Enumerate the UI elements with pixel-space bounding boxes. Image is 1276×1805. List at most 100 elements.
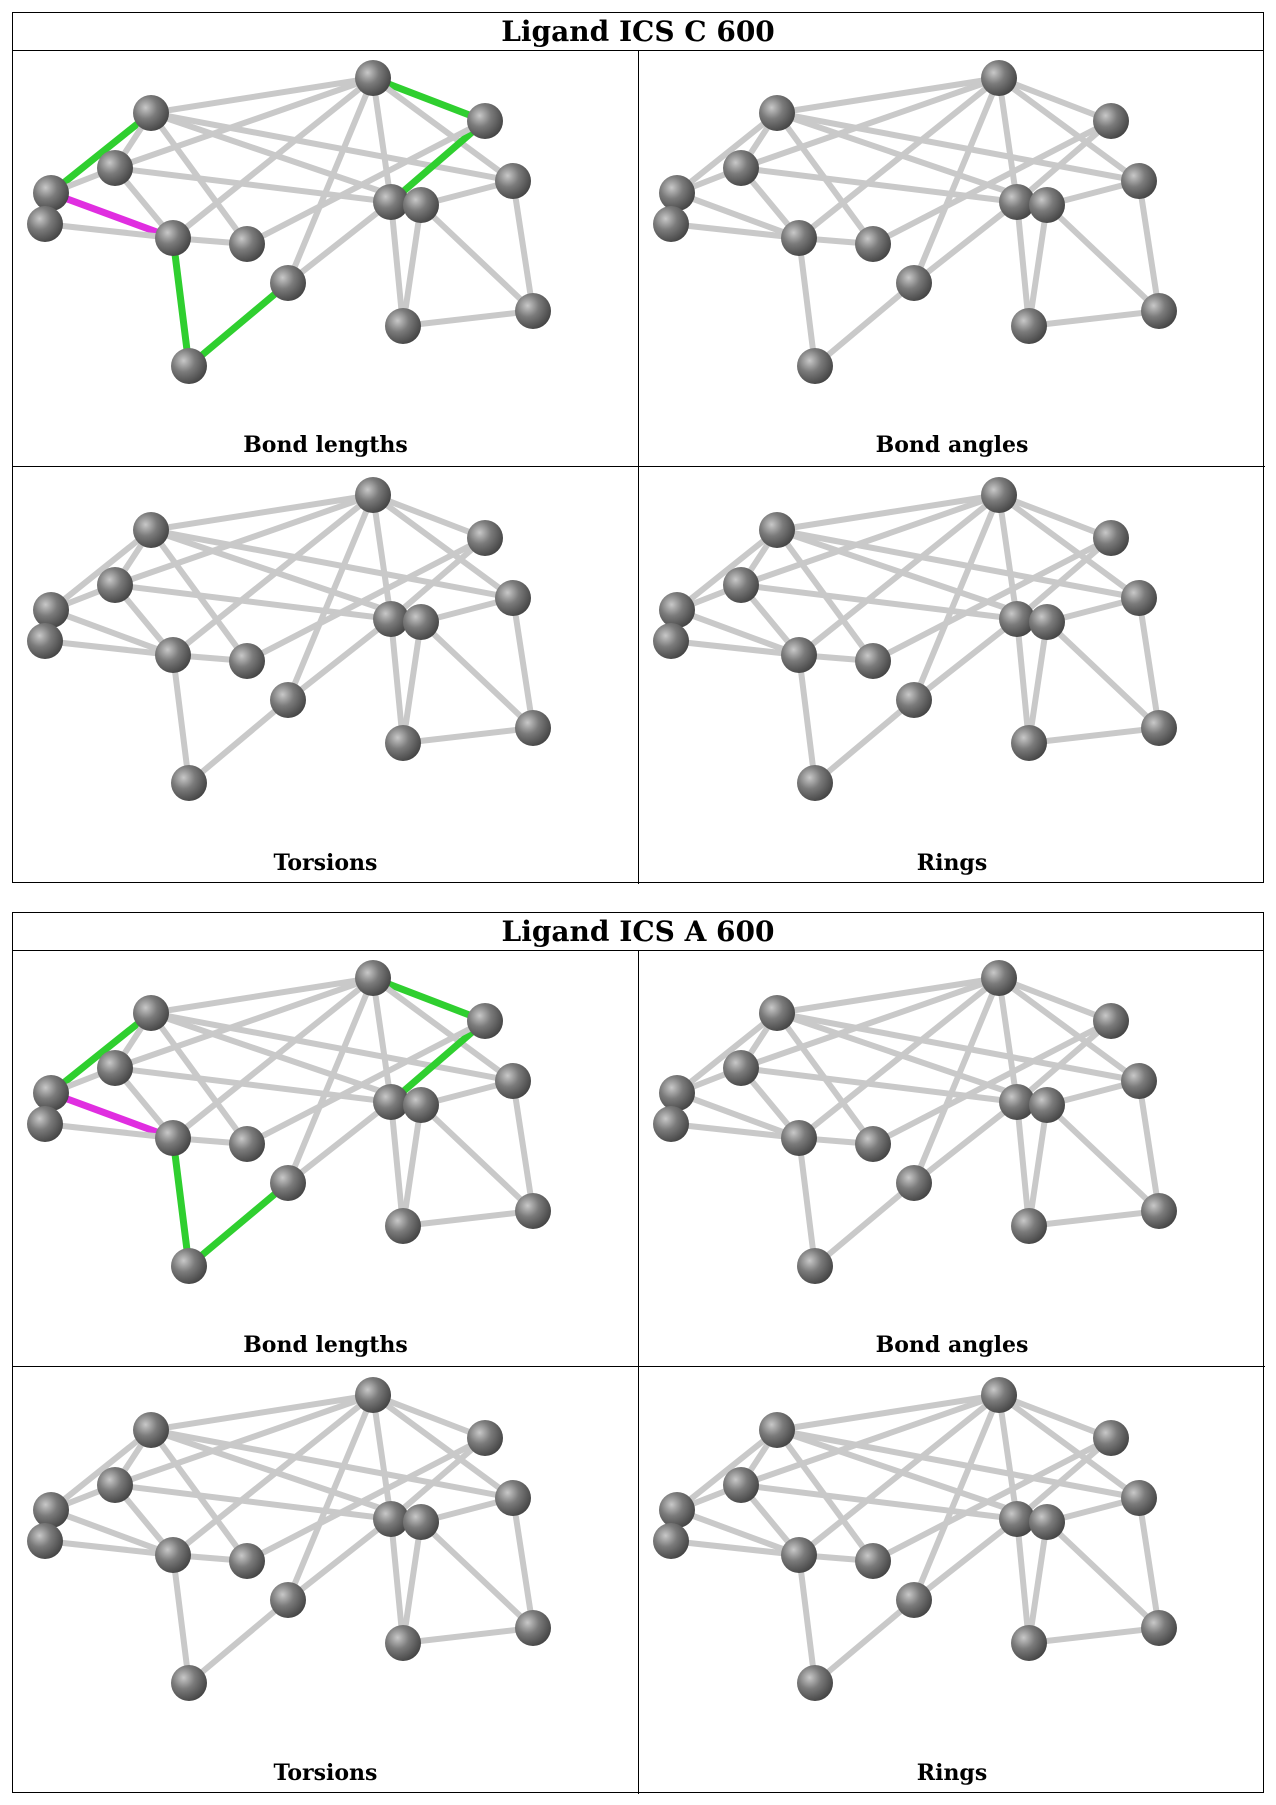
bond — [42, 221, 176, 241]
bond — [1026, 1208, 1162, 1229]
atom — [1141, 710, 1177, 746]
atom — [1121, 1063, 1157, 1099]
bond — [870, 1018, 1114, 1147]
bond — [170, 975, 376, 1141]
bond — [996, 492, 1020, 622]
atom — [171, 348, 207, 384]
atom — [659, 1492, 695, 1528]
cell-bond-angles: Bond angles — [639, 50, 1265, 467]
bond — [400, 308, 536, 329]
bond — [911, 1516, 1020, 1603]
atom — [495, 1063, 531, 1099]
bond — [911, 492, 1002, 703]
atom — [999, 184, 1035, 220]
bond — [148, 110, 516, 184]
bond — [510, 1495, 536, 1631]
atom — [385, 308, 421, 344]
atom — [855, 226, 891, 262]
atom — [467, 103, 503, 139]
atom — [403, 1504, 439, 1540]
bond — [796, 75, 1002, 241]
bond — [400, 202, 424, 329]
atom — [781, 220, 817, 256]
bond — [1044, 202, 1162, 314]
atom — [133, 1412, 169, 1448]
atom — [1121, 163, 1157, 199]
bond — [388, 1435, 488, 1522]
atom — [515, 710, 551, 746]
atom — [495, 580, 531, 616]
bond — [774, 1010, 1050, 1108]
atom — [653, 1523, 689, 1559]
atom — [133, 95, 169, 131]
bond — [370, 975, 516, 1084]
atom — [155, 1537, 191, 1573]
bond — [170, 492, 376, 658]
atom — [495, 1480, 531, 1516]
bond — [1026, 1625, 1162, 1646]
bond — [668, 638, 802, 658]
cell-label: Bond angles — [875, 432, 1029, 458]
bond — [370, 75, 516, 184]
bond — [42, 1538, 176, 1558]
atom — [999, 1084, 1035, 1120]
bond — [388, 616, 406, 746]
atom — [659, 592, 695, 628]
atom — [781, 637, 817, 673]
atom — [133, 512, 169, 548]
cell-torsions: Torsions — [13, 467, 639, 884]
bond-magenta — [47, 1089, 177, 1142]
atom — [467, 1420, 503, 1456]
bond — [388, 1099, 406, 1229]
bond — [285, 1392, 376, 1603]
molecule-image — [27, 60, 551, 384]
bond — [418, 1102, 536, 1214]
atom — [27, 1106, 63, 1142]
panel-ics-c: Ligand ICS C 600 Bond lengths Bond angle… — [12, 12, 1265, 884]
bond — [674, 1427, 780, 1513]
atom — [1029, 1504, 1065, 1540]
atom — [759, 1412, 795, 1448]
atom — [171, 1665, 207, 1701]
atom — [855, 1126, 891, 1162]
atom — [27, 623, 63, 659]
bond — [774, 527, 1142, 601]
atom — [97, 150, 133, 186]
atom — [759, 995, 795, 1031]
atom — [97, 1050, 133, 1086]
bond — [774, 75, 1002, 116]
bond — [148, 492, 376, 533]
atom — [229, 1126, 265, 1162]
bond — [418, 1519, 536, 1631]
atom — [659, 175, 695, 211]
bond — [870, 118, 1114, 247]
bond — [1026, 202, 1050, 329]
bond — [996, 75, 1020, 205]
atom — [171, 765, 207, 801]
atom — [355, 960, 391, 996]
bond — [1014, 1099, 1032, 1229]
cell-label: Rings — [916, 1760, 988, 1786]
bond — [1026, 1519, 1050, 1646]
bond — [1136, 178, 1162, 314]
bond — [996, 75, 1142, 184]
bond — [812, 697, 917, 786]
bond — [996, 1392, 1142, 1501]
bond — [285, 1099, 394, 1186]
cell-torsions: Torsions — [13, 1367, 639, 1794]
cell-label: Bond angles — [875, 1332, 1029, 1358]
atom — [270, 1165, 306, 1201]
bond-green — [369, 74, 489, 125]
bond — [285, 75, 376, 286]
bond — [796, 652, 818, 786]
atom — [515, 1193, 551, 1229]
molecule-image — [27, 1377, 551, 1701]
atom — [155, 637, 191, 673]
bond — [388, 199, 406, 329]
atom — [1141, 1193, 1177, 1229]
bond — [996, 1392, 1020, 1522]
atom — [270, 682, 306, 718]
atom — [97, 567, 133, 603]
bond — [774, 975, 1002, 1016]
atom — [1029, 187, 1065, 223]
